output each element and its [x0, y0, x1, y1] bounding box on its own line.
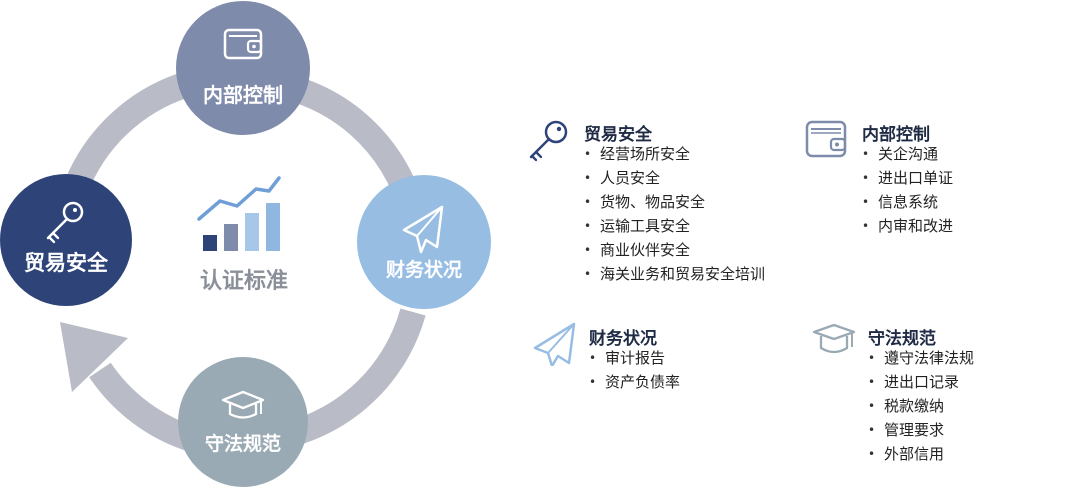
list-item: 外部信用 [868, 442, 974, 466]
center-bar-1 [203, 235, 217, 251]
center-bar-4 [266, 203, 280, 251]
list-item: 税款缴纳 [868, 394, 974, 418]
node-control-label: 内部控制 [203, 83, 283, 107]
graduation-cap-icon [221, 390, 265, 419]
node-control[interactable]: 内部控制 [176, 1, 310, 135]
list-item: 信息系统 [862, 190, 953, 214]
ring-arc-top-left [62, 69, 199, 195]
ring-arrowhead [60, 322, 128, 392]
node-trade-label: 贸易安全 [24, 251, 109, 275]
list-item: 内审和改进 [862, 214, 953, 238]
center-growth-line [197, 176, 281, 221]
node-finance-label: 财务状况 [386, 258, 462, 281]
list-item: 货物、物品安全 [584, 190, 765, 214]
panel-control-title: 内部控制 [862, 125, 930, 145]
node-trade[interactable]: 贸易安全 [0, 174, 132, 306]
center-bar-3 [245, 213, 259, 251]
node-compliance-label: 守法规范 [205, 432, 281, 455]
list-item: 进出口记录 [868, 370, 974, 394]
panel-compliance-list: 遵守法律法规 进出口记录 税款缴纳 管理要求 外部信用 [868, 346, 974, 466]
node-trade-circle [0, 174, 132, 306]
list-item: 海关业务和贸易安全培训 [584, 262, 765, 286]
list-item: 审计报告 [589, 346, 680, 370]
panel-finance-title: 财务状况 [589, 329, 657, 349]
node-compliance[interactable]: 守法规范 [178, 357, 308, 487]
list-item: 关企沟通 [862, 142, 953, 166]
list-item: 资产负债率 [589, 370, 680, 394]
paper-plane-icon [402, 205, 444, 254]
list-item: 管理要求 [868, 418, 974, 442]
panel-compliance-title: 守法规范 [868, 329, 936, 349]
certification-cycle-diagram: 认证标准 内部控制 财务状况 守法规范 [0, 1, 491, 487]
node-control-circle [176, 1, 310, 135]
panel-compliance: 守法规范 遵守法律法规 进出口记录 税款缴纳 管理要求 外部信用 [812, 322, 1012, 472]
graduation-cap-icon [812, 323, 856, 354]
list-item: 人员安全 [584, 166, 765, 190]
wallet-icon [223, 28, 263, 60]
key-icon [46, 201, 84, 244]
bar-chart-growth-icon [197, 176, 281, 251]
center-label: 认证标准 [200, 268, 288, 294]
key-icon [529, 120, 568, 162]
list-item: 经营场所安全 [584, 142, 765, 166]
list-item: 进出口单证 [862, 166, 953, 190]
panel-trade: 贸易安全 经营场所安全 人员安全 货物、物品安全 运输工具安全 商业伙伴安全 海… [527, 118, 797, 288]
panel-control-list: 关企沟通 进出口单证 信息系统 内审和改进 [862, 142, 953, 238]
panel-trade-list: 经营场所安全 人员安全 货物、物品安全 运输工具安全 商业伙伴安全 海关业务和贸… [584, 142, 765, 286]
list-item: 遵守法律法规 [868, 346, 974, 370]
list-item: 商业伙伴安全 [584, 238, 765, 262]
panel-finance: 财务状况 审计报告 资产负债率 [532, 322, 732, 402]
list-item: 运输工具安全 [584, 214, 765, 238]
node-finance[interactable]: 财务状况 [357, 175, 491, 309]
panel-control: 内部控制 关企沟通 进出口单证 信息系统 内审和改进 [805, 118, 1005, 243]
panel-finance-list: 审计报告 资产负债率 [589, 346, 680, 394]
wallet-icon [805, 120, 847, 158]
panel-trade-title: 贸易安全 [584, 125, 652, 145]
center-bar-2 [224, 224, 238, 251]
paper-plane-icon [533, 322, 576, 366]
node-compliance-circle [178, 357, 308, 487]
